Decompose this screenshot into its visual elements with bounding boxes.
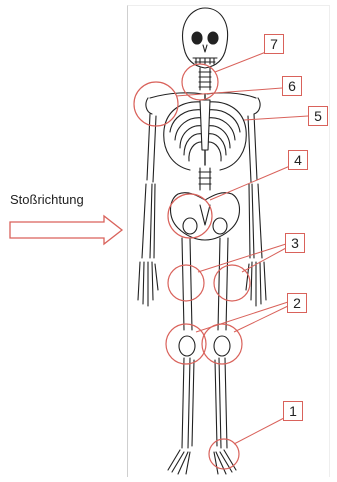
callout-3: 3: [285, 233, 305, 253]
zone-3-thigh-left: [168, 265, 204, 301]
callout-7: 7: [264, 34, 284, 54]
callout-5: 5: [308, 106, 328, 126]
impact-direction-label: Stoßrichtung: [10, 192, 84, 207]
skeleton-icon: [138, 8, 266, 474]
callout-4: 4: [288, 150, 308, 170]
callout-1: 1: [283, 401, 303, 421]
callout-6: 6: [282, 76, 302, 96]
hollow-arrow-icon: [10, 216, 122, 244]
callout-2: 2: [287, 293, 307, 313]
